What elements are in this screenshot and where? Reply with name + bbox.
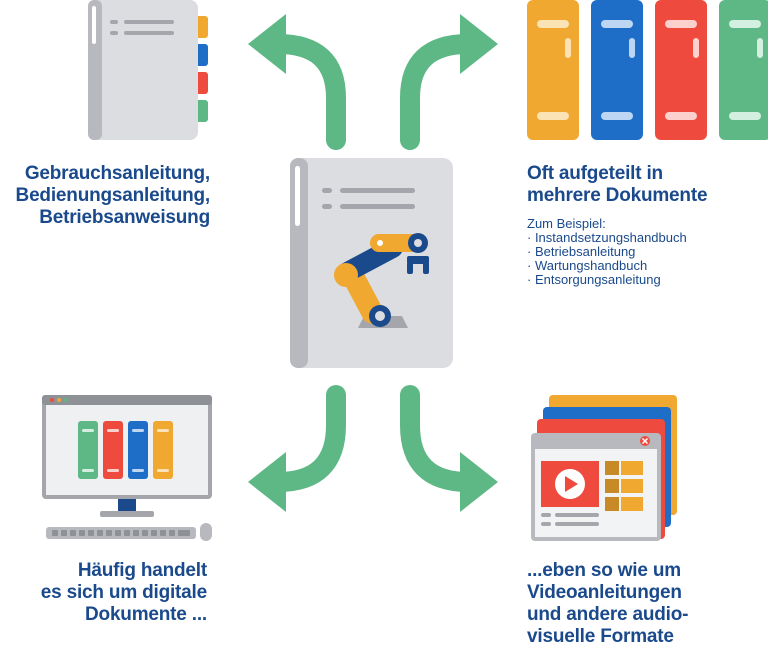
bottom-right-line-3: und andere audio- — [527, 604, 689, 625]
example-list-item: · Betriebsanleitung — [527, 244, 636, 259]
top-left-line-2: Bedienungsanleitung, — [15, 185, 211, 206]
arrow-bottom-right — [400, 385, 478, 492]
top-right-line-2: mehrere Dokumente — [527, 185, 708, 206]
binders-row-icon — [527, 0, 768, 140]
bottom-left-line-3: Dokumente ... — [85, 604, 207, 625]
example-list-title: Zum Beispiel: — [527, 216, 606, 231]
video-windows-icon — [531, 395, 677, 541]
top-right-caption: Oft aufgeteilt in mehrere Dokumente — [527, 163, 708, 207]
bottom-left-caption: Häufig handelt es sich um digitale Dokum… — [41, 560, 207, 626]
arrowhead-bottom-left — [248, 452, 286, 512]
bottom-left-line-1: Häufig handelt — [77, 560, 207, 581]
robot-arm-manual-icon — [290, 158, 453, 368]
bottom-left-line-2: es sich um digitale — [40, 582, 207, 603]
top-left-line-3: Betriebsanweisung — [39, 207, 210, 228]
bottom-right-line-4: visuelle Formate — [527, 626, 674, 647]
binder-with-tabs-icon — [88, 0, 208, 140]
bottom-right-line-2: Videoanleitungen — [527, 582, 682, 603]
top-left-line-1: Gebrauchsanleitung, — [24, 163, 210, 184]
bottom-right-line-1: ...eben so wie um — [527, 560, 681, 581]
arrow-top-right — [400, 34, 478, 150]
arrow-bottom-left — [268, 385, 346, 492]
arrow-top-left — [268, 34, 346, 150]
example-list-item: · Wartungshandbuch — [527, 258, 648, 273]
arrowhead-bottom-right — [460, 452, 498, 512]
arrowhead-top-left — [248, 14, 286, 74]
top-right-example-list: Zum Beispiel: · Instandsetzungshandbuch … — [527, 217, 687, 287]
top-right-line-1: Oft aufgeteilt in — [527, 163, 663, 184]
monitor-with-binders-icon — [42, 395, 212, 541]
example-list-item: · Instandsetzungshandbuch — [527, 230, 687, 245]
arrowhead-top-right — [460, 14, 498, 74]
bottom-right-caption: ...eben so wie um Videoanleitungen und a… — [527, 560, 688, 648]
example-list-item: · Entsorgungsanleitung — [527, 272, 661, 287]
top-left-caption: Gebrauchsanleitung, Bedienungsanleitung,… — [15, 163, 211, 229]
